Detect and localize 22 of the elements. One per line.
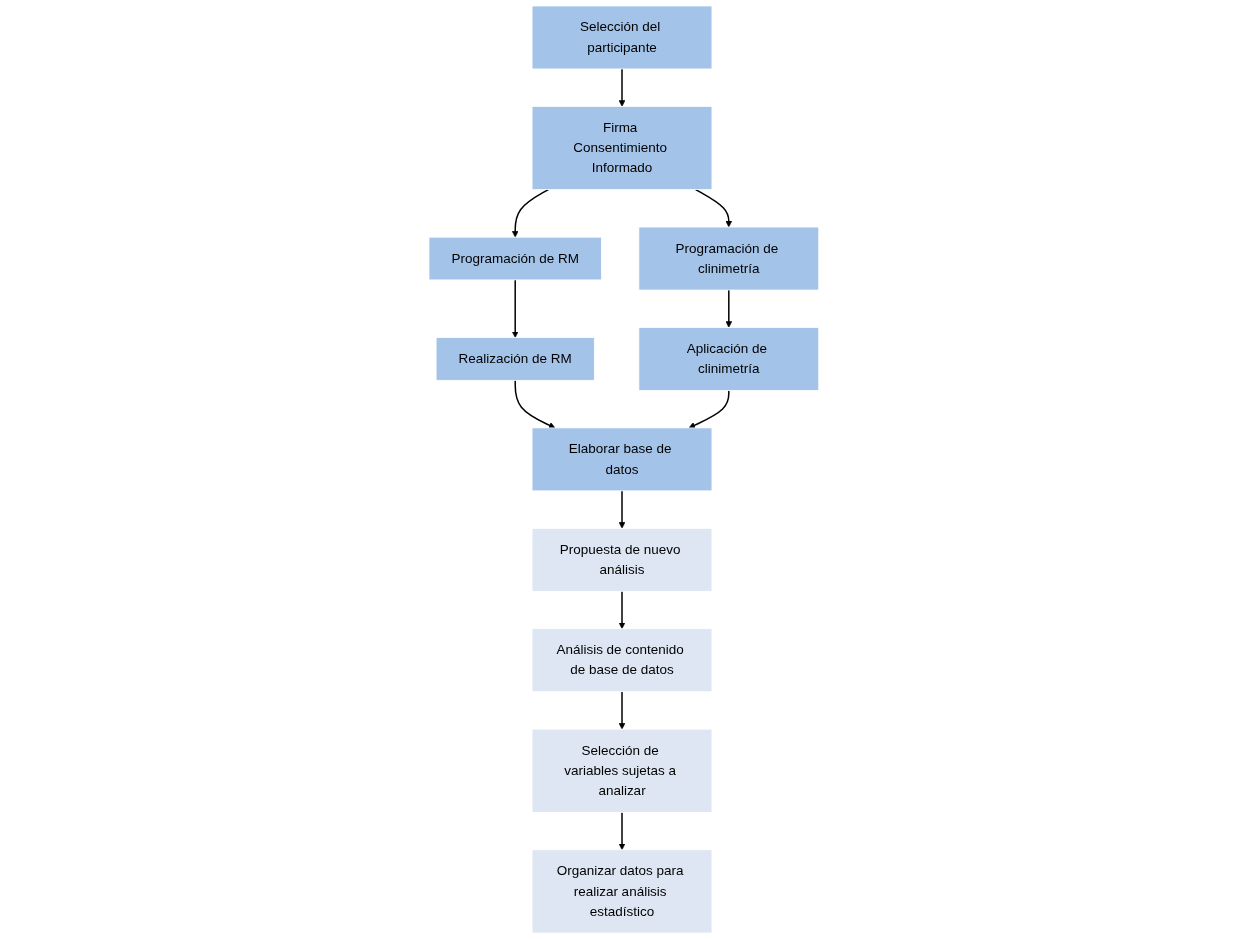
arrow <box>618 811 625 851</box>
arrow <box>688 389 730 429</box>
node-box: Selección del participante <box>531 5 712 70</box>
node-box: Selección de variables sujetas a analizar <box>531 728 712 813</box>
arrow <box>618 690 625 730</box>
node-box: Análisis de contenido de base de datos <box>531 628 712 693</box>
arrow <box>514 379 555 429</box>
arrow <box>511 188 549 238</box>
node-box: Programación de clinimetría <box>638 226 819 291</box>
node-box: Organizar datos para realizar análisis estadístico <box>531 849 712 934</box>
node-box: Elaborar base de datos <box>531 427 712 492</box>
arrow <box>618 68 625 107</box>
arrow <box>618 490 625 529</box>
arrow <box>725 289 732 328</box>
node-box: Firma Consentimiento Informado <box>531 106 712 190</box>
arrow <box>694 188 732 228</box>
arrow <box>511 279 519 338</box>
node-box: Propuesta de nuevo análisis <box>531 527 712 592</box>
node-box: Programación de RM <box>428 236 602 281</box>
node-box: Realización de RM <box>435 337 595 381</box>
node-box: Aplicación de clinimetría <box>638 327 819 391</box>
arrow <box>618 590 625 630</box>
